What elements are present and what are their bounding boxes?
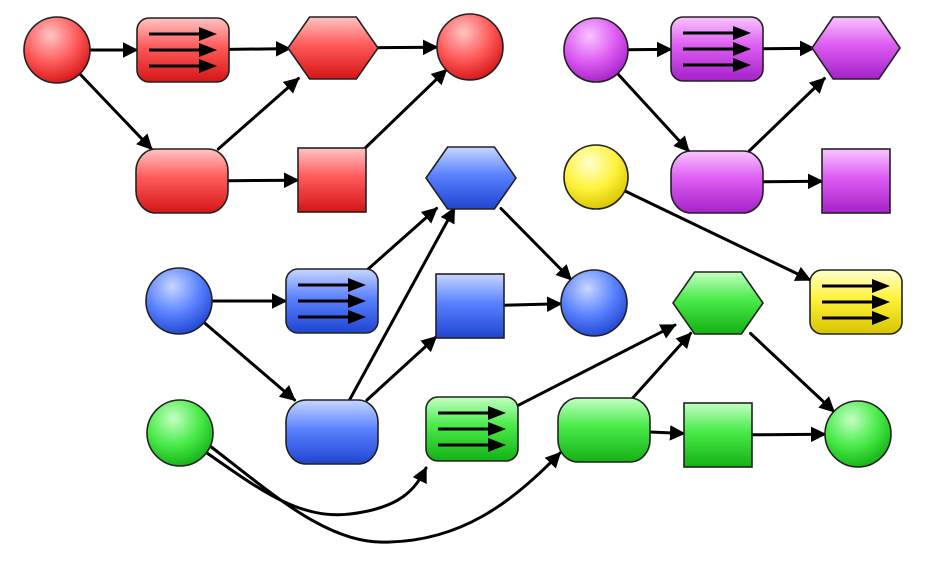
edge-g4-g5 [648,425,686,441]
green-rounded-shape [557,397,651,463]
node-g3-hexagon[interactable] [672,271,764,335]
node-layer [23,13,903,468]
edge-r1-r5 [78,72,153,151]
parallel-arrows-icon [298,278,366,324]
edge-b6-b3 [348,206,456,402]
purple-rounded-shape [670,150,764,214]
edge-p4-p5 [761,173,824,190]
blue-rounded-shape [285,399,379,465]
node-y2-process[interactable] [809,269,903,335]
node-r4-circle[interactable] [436,13,504,81]
red-hexagon-shape [287,16,379,80]
node-p1-circle[interactable] [563,17,629,83]
red-square-shape [297,147,367,213]
node-b4-square[interactable] [435,273,505,339]
node-g4-rounded[interactable] [557,397,651,463]
blue-circle-shape [560,269,628,337]
purple-hexagon-shape [811,16,901,80]
node-r6-square[interactable] [297,147,367,213]
node-b3-hexagon[interactable] [425,146,517,210]
red-rounded-shape [135,148,229,214]
edge-r2-r3 [227,40,292,57]
node-g2-process[interactable] [425,396,519,462]
node-p5-square[interactable] [821,148,891,214]
edge-p4-p3 [747,77,826,153]
node-y1-circle[interactable] [563,144,629,210]
edge-b1-b6 [202,321,297,402]
edge-p1-p4 [616,72,691,153]
blue-circle-shape [145,267,213,335]
edge-b3-b5 [499,207,573,281]
edge-r5-r6 [226,172,300,189]
blue-square-shape [435,273,505,339]
node-g1-circle[interactable] [146,399,214,467]
node-r2-process[interactable] [136,17,230,83]
parallel-arrows-icon [683,26,751,72]
node-p3-hexagon[interactable] [811,16,901,80]
node-g6-circle[interactable] [824,400,892,468]
edge-b4-b5 [502,296,563,312]
blue-hexagon-shape [425,146,517,210]
edge-r3-r4 [374,39,439,56]
node-b1-circle[interactable] [145,267,213,335]
node-p2-process[interactable] [670,16,764,82]
node-g5-square[interactable] [683,402,753,468]
node-b5-circle[interactable] [560,269,628,337]
node-r3-hexagon[interactable] [287,16,379,80]
green-circle-shape [146,399,214,467]
red-circle-shape [23,16,91,84]
node-p4-rounded[interactable] [670,150,764,214]
edge-r5-r3 [216,77,300,151]
edge-y1-y2 [623,189,812,282]
green-square-shape [683,402,753,468]
edge-b6-b4 [365,335,438,402]
edge-r6-r4 [363,68,448,150]
purple-square-shape [821,148,891,214]
edge-g4-g3 [631,331,693,400]
parallel-arrows-icon [438,406,506,452]
yellow-circle-shape [563,144,629,210]
red-circle-shape [436,13,504,81]
node-b2-process[interactable] [285,268,379,334]
green-hexagon-shape [672,271,764,335]
node-r1-circle[interactable] [23,16,91,84]
node-b6-rounded[interactable] [285,399,379,465]
edge-g1-g4 [208,444,562,544]
parallel-arrows-icon [822,279,890,325]
edge-g2-g3 [516,323,677,407]
parallel-arrows-icon [149,27,217,73]
edge-b2-b3 [366,206,439,271]
edge-layer [78,39,836,544]
green-circle-shape [824,400,892,468]
edge-g1-g2 [205,451,428,517]
edge-g3-g6 [749,331,836,413]
purple-circle-shape [563,17,629,83]
node-r5-rounded[interactable] [135,148,229,214]
edge-g5-g6 [750,426,827,443]
